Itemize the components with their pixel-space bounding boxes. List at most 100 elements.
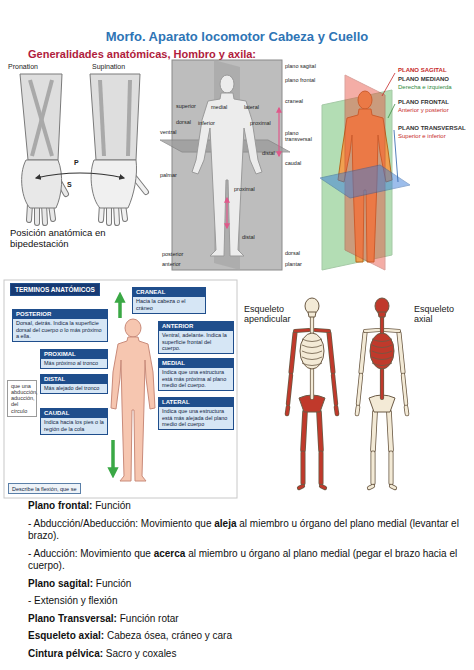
label-slot: Supination (92, 63, 125, 71)
illustration-part (369, 486, 373, 488)
term-heading: LATERAL (159, 398, 233, 407)
anatomical-term: plano frontal (285, 77, 315, 83)
axial-skeleton (357, 298, 407, 488)
illustration-part (295, 330, 309, 331)
planes-figure (160, 60, 290, 270)
illustration-part (226, 198, 227, 228)
illustration-part (365, 330, 379, 331)
term-box: DISTALMás alejado del tronco (40, 374, 108, 394)
label-slot: PLANO FRONTAL (398, 99, 449, 106)
term-description: Hacia la cabeza o el cráneo (133, 297, 205, 313)
illustration-part (372, 339, 392, 342)
cropped-box: que una abducción, aducción, del círculo (7, 380, 37, 417)
illustration-part (372, 357, 392, 360)
anatomical-term: lateral (244, 104, 259, 110)
anatomical-term: superior (176, 103, 196, 109)
anatomical-term: proximal (234, 186, 255, 192)
illustration-part (295, 330, 309, 331)
label-slot: superior (176, 103, 196, 109)
label-slot: Superior e inferior (398, 133, 446, 140)
label-slot: Esqueleto axial (414, 304, 469, 325)
illustration-part (394, 130, 398, 182)
illustration-part (4, 280, 237, 498)
illustration-part (125, 319, 141, 337)
plane-description: Derecha e izquierda (398, 84, 452, 91)
illustration-part (111, 440, 115, 474)
term-box: MEDIALIndica que una estructura está más… (158, 358, 234, 391)
appendicular-skeleton (287, 298, 337, 488)
skeleton-figures (287, 298, 407, 488)
illustration-part (302, 345, 322, 348)
term-heading: POSTERIOR (13, 310, 107, 319)
illustration-part (303, 412, 305, 450)
illustration-part (291, 333, 295, 372)
anatomical-term: distal (242, 234, 255, 240)
label-slot: inferior (198, 120, 215, 126)
term-description: Indica que una estructura está más aleja… (159, 407, 233, 429)
illustration-part (287, 407, 288, 414)
illustration-part (378, 312, 386, 317)
illustration-part (385, 330, 399, 331)
label-slot: palmar (160, 172, 177, 178)
illustration-part (302, 363, 322, 366)
illustration-part (118, 296, 122, 318)
label-slot: Derecha e izquierda (398, 84, 452, 91)
illustration-part (315, 330, 329, 331)
illustration-part (361, 333, 365, 372)
illustration-part (358, 375, 361, 404)
plane-description: Superior e inferior (398, 133, 446, 140)
label-slot: caudal (285, 160, 301, 166)
anatomical-term: palmar (160, 172, 177, 178)
illustration-part (22, 160, 62, 208)
note-line: - Aducción: Movimiento queacercaal miemb… (28, 548, 462, 573)
illustration-part (90, 74, 140, 160)
illustration-part (135, 178, 146, 192)
illustration-part (391, 486, 395, 488)
illustration-part (333, 375, 336, 404)
figure-label: Supination (92, 63, 125, 71)
illustration-part (389, 412, 391, 450)
illustration-part (406, 407, 407, 414)
term-box: ANTERIORVentral, adelante. Indica la sup… (158, 321, 234, 354)
note-line: Esqueleto axial:Cabeza ósea, cráneo y ca… (28, 630, 462, 643)
note-line: Plano sagital:Función (28, 578, 462, 591)
note-line: - Extensión y flexión (28, 595, 462, 608)
figure-label: P (74, 159, 79, 167)
note-term: acerca (154, 548, 186, 559)
label-slot: proximal (234, 186, 255, 192)
illustration-part (403, 375, 406, 404)
box-text: Describe la flexión, que se (9, 484, 80, 493)
term-box: CRANEALHacia la cabeza o el cráneo (132, 287, 206, 314)
illustration-part (373, 412, 375, 450)
anatomical-term: anterior (162, 261, 181, 267)
illustration-part (287, 407, 288, 414)
label-slot: anterior (162, 261, 181, 267)
note-line: - Abducción/Abeducción: Movimiento queal… (28, 518, 462, 543)
note-line: Plano Transversal:Función rotar (28, 613, 462, 626)
note-line: Plano frontal:Función (28, 500, 462, 513)
illustration-part (385, 330, 399, 331)
illustration-part (301, 453, 306, 483)
note-box: Describe la flexión, que se (8, 483, 81, 494)
label-slot: plantar (285, 261, 302, 267)
illustration-part (371, 453, 374, 483)
illustration-part (361, 333, 365, 372)
term-description: Más próximo al tronco (41, 359, 107, 368)
illustration-part (357, 407, 358, 414)
label-slot: Anterior y posterior (398, 107, 449, 114)
plane-description: Anterior y posterior (398, 107, 449, 114)
label-slot: ventral (160, 129, 177, 135)
illustration-part (303, 412, 305, 450)
illustration-part (299, 486, 303, 488)
illustration-part (302, 357, 322, 360)
note-text: - Extensión y flexión (28, 595, 118, 606)
note-text: Función (96, 578, 132, 589)
label-slot: Pronation (8, 63, 38, 71)
illustration-part (220, 75, 234, 93)
illustration-part (406, 407, 407, 414)
illustration-part (391, 486, 395, 488)
page-title: Morfo. Aparato locomotor Cabeza y Cuello (0, 29, 474, 44)
title-slot: Morfo. Aparato locomotor Cabeza y Cuello (0, 29, 474, 44)
note-line: Cintura pélvica:Sacro y coxales (28, 648, 462, 661)
coloured-planes-figure (320, 73, 410, 270)
